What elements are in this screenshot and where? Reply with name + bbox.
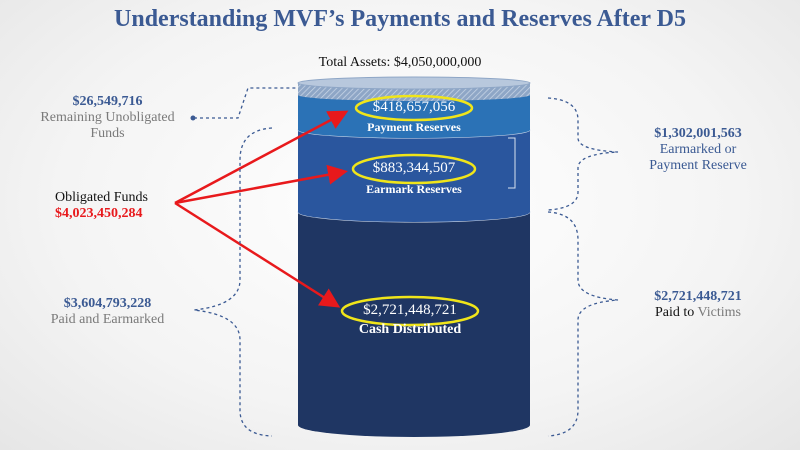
paid-earmarked-label: Paid and Earmarked — [50, 312, 165, 328]
remaining-unobligated-label-1: Remaining Unobligated — [40, 110, 175, 126]
earmark-reserves-amount: $883,344,507 — [372, 160, 456, 176]
earmarked-payment-reserve: $1,302,001,563 Earmarked or Payment Rese… — [618, 126, 778, 174]
paid-earmarked-brace — [193, 127, 273, 437]
earmarked-label-1: Earmarked or — [659, 142, 737, 158]
remaining-unobligated-amount: $26,549,716 — [72, 94, 143, 109]
obligated-funds-amount: $4,023,450,284 — [55, 206, 143, 222]
earmark-reserves-segment — [298, 130, 530, 222]
payment-reserves-amount: $418,657,056 — [372, 99, 456, 115]
segment-tick — [508, 137, 516, 189]
obligated-funds-label: Obligated Funds — [55, 190, 148, 205]
obligated-funds: Obligated Funds $4,023,450,284 — [55, 190, 175, 222]
paid-earmarked: $3,604,793,228 Paid and Earmarked — [20, 296, 195, 328]
arrow-to-cash-distributed — [174, 201, 341, 308]
paid-victims-label-suffix: Victims — [697, 305, 742, 321]
earmarked-label-2: Payment Reserve — [649, 158, 747, 174]
unobligated-connector — [194, 87, 298, 119]
brackets — [193, 87, 619, 437]
payment-reserves-label: Payment Reserves — [367, 120, 461, 134]
cash-distributed-highlight — [340, 295, 480, 327]
cylinder-top — [297, 76, 531, 90]
earmark-reserves-label: Earmark Reserves — [366, 182, 462, 196]
earmarked-brace — [547, 97, 619, 211]
obligated-arrows — [174, 110, 349, 308]
remaining-unobligated-label-2: Funds — [90, 126, 125, 142]
unobligated-dot — [190, 115, 196, 121]
page-title: Understanding MVF’s Payments and Reserve… — [114, 6, 686, 32]
earmarked-amount: $1,302,001,563 — [654, 126, 742, 141]
cash-distributed-amount: $2,721,448,721 — [363, 302, 457, 318]
cash-distributed-label: Cash Distributed — [358, 322, 462, 337]
paid-earmarked-amount: $3,604,793,228 — [63, 296, 152, 311]
paid-victims-amount: $2,721,448,721 — [654, 289, 742, 304]
paid-victims-brace — [547, 211, 619, 437]
earmark-reserves-highlight — [351, 153, 477, 185]
remaining-unobligated: $26,549,716 Remaining Unobligated Funds — [20, 94, 195, 142]
arrow-to-earmark-reserves — [174, 164, 348, 205]
total-assets-label: Total Assets: $4,050,000,000 — [318, 55, 482, 70]
payment-reserves-highlight — [354, 94, 474, 122]
paid-victims-label-prefix: Paid to — [654, 305, 698, 321]
paid-to-victims: $2,721,448,721 Paid to Victims — [618, 289, 778, 321]
arrow-to-payment-reserves — [174, 110, 349, 205]
paid-victims-label: Paid to Victims — [618, 305, 778, 321]
